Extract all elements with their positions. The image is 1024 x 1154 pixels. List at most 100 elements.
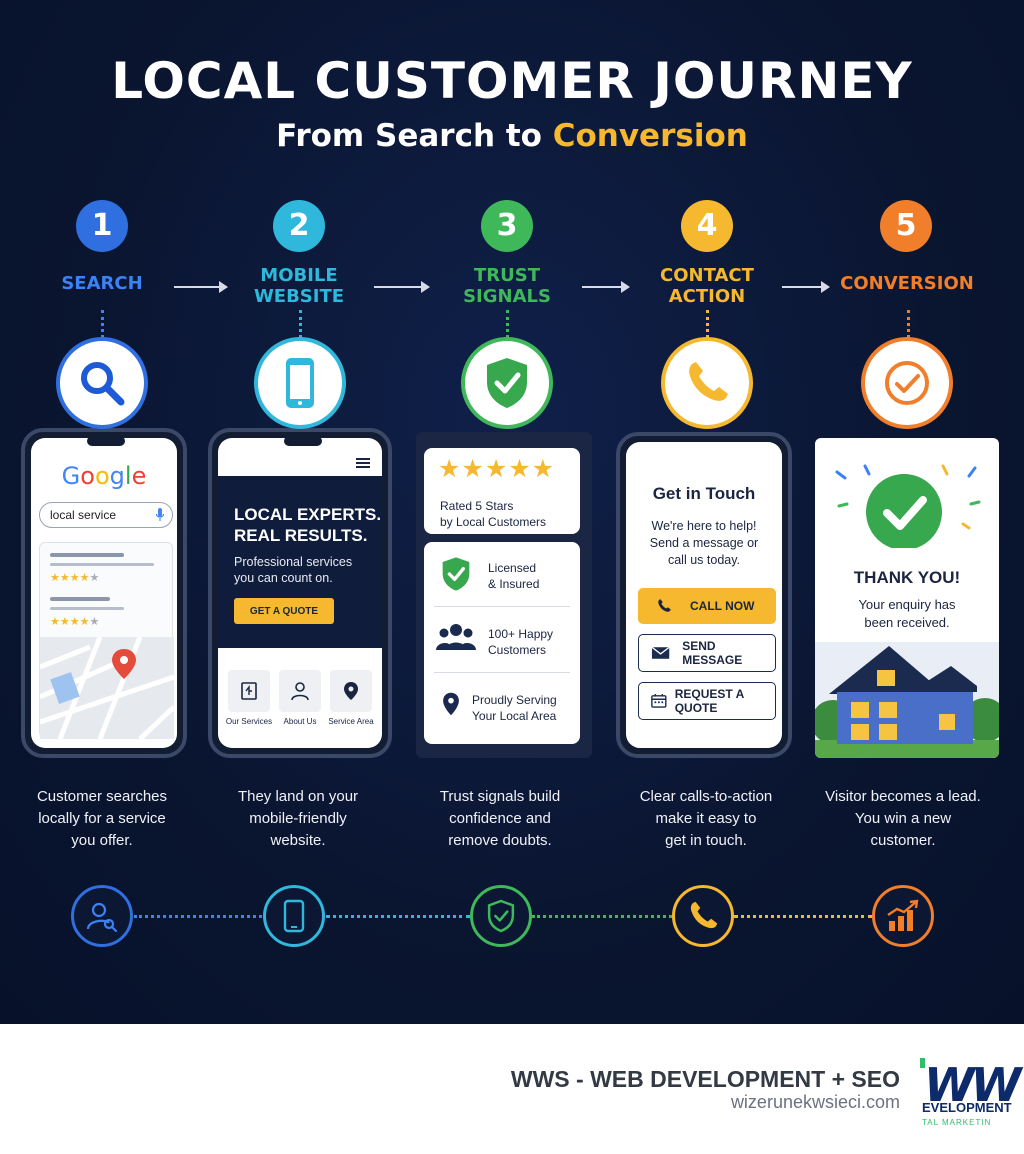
- timeline-segment-4: [734, 915, 872, 918]
- arrow-1-2: [174, 281, 228, 293]
- divider: [434, 672, 570, 673]
- contact-title: Get in Touch: [652, 484, 756, 503]
- hero-headline: LOCAL EXPERTS. REAL RESULTS.: [234, 504, 381, 546]
- step-5-icon-circle: [861, 337, 953, 429]
- step-4-number: 4: [681, 200, 733, 252]
- check-circle-icon: [885, 361, 929, 405]
- logo-accent: [920, 1058, 925, 1068]
- call-now-button[interactable]: CALL NOW: [638, 588, 776, 624]
- desc-line: Visitor becomes a lead.: [825, 788, 981, 805]
- divider: [434, 606, 570, 607]
- shield-check-icon: [487, 899, 515, 933]
- trust-licensed-line2: & Insured: [488, 577, 540, 591]
- timeline-segment-2: [326, 915, 470, 918]
- desc-line: customer.: [870, 832, 936, 849]
- trust-licensed: Licensed& Insured: [488, 560, 539, 592]
- phone-handset-icon: [658, 599, 671, 612]
- nav-about-tile[interactable]: [279, 670, 321, 712]
- desc-line: remove doubts.: [448, 832, 552, 849]
- rating-text-line2: by Local Customers: [440, 515, 547, 529]
- step-2-number: 2: [273, 200, 325, 252]
- nav-services-tile[interactable]: [228, 670, 270, 712]
- logo-sub1: EVELOPMENT: [922, 1100, 1012, 1115]
- phone-handset-icon: [690, 901, 718, 929]
- thank-you-body-line2: been received.: [864, 615, 950, 630]
- thank-you-body: Your enquiry has been received.: [815, 596, 999, 632]
- call-now-label: CALL NOW: [690, 599, 755, 613]
- trust-customers-line1: 100+ Happy: [488, 627, 554, 641]
- thank-you-title: THANK YOU!: [853, 568, 961, 587]
- result-line: [50, 563, 154, 566]
- logo-letter: l: [124, 462, 132, 490]
- step-3-icon-circle: [461, 337, 553, 429]
- step-3-label-line1: TRUST: [474, 265, 540, 286]
- step-5-number: 5: [880, 200, 932, 252]
- panel-2-phone: LOCAL EXPERTS. REAL RESULTS. Professiona…: [208, 428, 392, 758]
- step-4-icon-circle: [661, 337, 753, 429]
- hero-headline-line1: LOCAL EXPERTS.: [234, 505, 382, 524]
- search-input[interactable]: local service: [39, 502, 173, 528]
- get-quote-button[interactable]: GET A QUOTE: [234, 598, 334, 624]
- step-5-label: CONVERSION: [832, 273, 982, 294]
- user-icon: [291, 682, 309, 701]
- desc-line: you offer.: [71, 832, 133, 849]
- trust-customers-line2: Customers: [488, 643, 547, 657]
- footer-site-link[interactable]: wizerunekwsieci.com: [730, 1092, 900, 1112]
- result-rating-stars: ★★★★★: [50, 616, 100, 628]
- desc-line: mobile-friendly: [249, 810, 347, 827]
- logo-letter: g: [109, 462, 125, 490]
- desc-line: get in touch.: [665, 832, 747, 849]
- subtitle-prefix: From Search to: [276, 118, 553, 154]
- company-logo: WW EVELOPMENT TAL MARKETIN: [920, 1054, 1024, 1134]
- panel-4-screen: Get in Touch We're here to help! Send a …: [626, 442, 782, 748]
- step-1-label: SEARCH: [27, 273, 177, 294]
- trust-serving-line2: Your Local Area: [472, 709, 557, 723]
- nav-area-tile[interactable]: [330, 670, 372, 712]
- connector-2: [299, 310, 302, 338]
- timeline-node-5: [872, 885, 934, 947]
- hero-subtext-line1: Professional services: [234, 555, 353, 569]
- page-title: LOCAL CUSTOMER JOURNEY: [111, 52, 913, 110]
- thank-you-body-line1: Your enquiry has: [858, 597, 956, 612]
- panel-2-screen: LOCAL EXPERTS. REAL RESULTS. Professiona…: [218, 438, 382, 748]
- hamburger-menu-icon[interactable]: [356, 458, 370, 460]
- google-logo: Google: [31, 462, 177, 490]
- logo-sub2: TAL MARKETIN: [922, 1118, 992, 1127]
- connector-5: [907, 310, 910, 338]
- desc-line: You win a new: [854, 810, 952, 827]
- send-message-button[interactable]: SEND MESSAGE: [638, 634, 776, 672]
- request-quote-button[interactable]: REQUEST A QUOTE: [638, 682, 776, 720]
- step-2-icon-circle: [254, 337, 346, 429]
- timeline-segment-1: [134, 915, 262, 918]
- page-subtitle: From Search to Conversion: [0, 118, 1024, 154]
- panel-5-conversion: THANK YOU! Your enquiry has been receive…: [815, 438, 999, 758]
- microphone-icon[interactable]: [156, 508, 164, 522]
- phone-notch: [87, 436, 125, 446]
- phone-handset-icon: [689, 362, 728, 401]
- logo-letter: G: [61, 462, 81, 490]
- timeline-node-4: [672, 885, 734, 947]
- hero-headline-line2: REAL RESULTS.: [234, 526, 368, 545]
- desc-line: locally for a service: [38, 810, 166, 827]
- desc-line: They land on your: [237, 788, 359, 805]
- connector-4: [706, 310, 709, 338]
- rating-text-line1: Rated 5 Stars: [440, 499, 514, 513]
- search-icon: [81, 362, 125, 406]
- rating-text: Rated 5 Stars by Local Customers: [440, 498, 546, 530]
- phone-notch: [284, 436, 322, 446]
- logo-letter: o: [80, 462, 95, 490]
- step-4-label-line2: ACTION: [668, 286, 746, 307]
- timeline-segment-3: [532, 915, 672, 918]
- step-5-label-line1: CONVERSION: [840, 273, 974, 294]
- map-view[interactable]: [40, 637, 174, 739]
- send-message-label: SEND MESSAGE: [682, 639, 743, 667]
- desc-line: make it easy to: [655, 810, 757, 827]
- result-line: [50, 597, 110, 601]
- contact-body-line1: We're here to help!: [651, 519, 757, 533]
